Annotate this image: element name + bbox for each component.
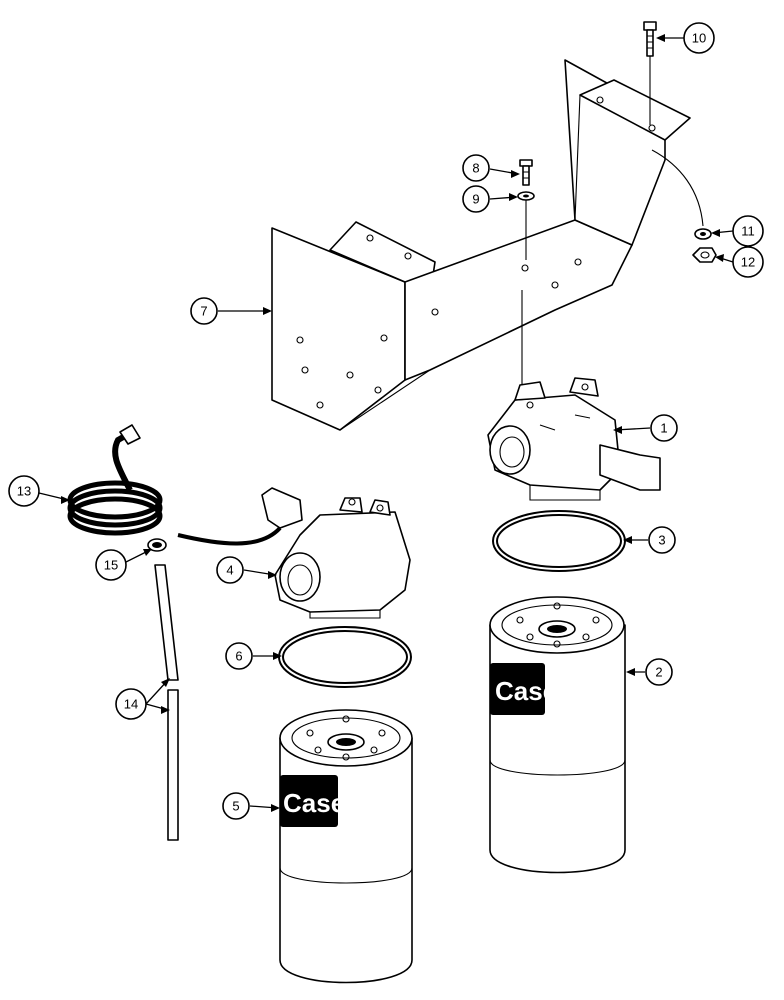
- svg-text:8: 8: [472, 161, 479, 176]
- callout-1: 1: [613, 414, 678, 442]
- filter-head-1: [487, 377, 661, 501]
- callout-13: 13: [8, 475, 70, 507]
- filter-element-2: [489, 596, 626, 874]
- svg-text:6: 6: [235, 649, 242, 664]
- o-ring-3: [492, 510, 626, 572]
- svg-text:14: 14: [124, 697, 138, 712]
- svg-text:13: 13: [17, 484, 31, 499]
- brand-logo-text-2: Case: [495, 676, 557, 706]
- o-ring-6: [278, 626, 412, 688]
- callout-5: 5: [222, 792, 280, 820]
- filter-head-4: [261, 487, 411, 619]
- svg-text:2: 2: [655, 665, 662, 680]
- callout-2: 2: [626, 658, 673, 686]
- svg-text:15: 15: [104, 558, 118, 573]
- coiled-hose-13: [67, 424, 163, 536]
- svg-text:3: 3: [658, 533, 665, 548]
- svg-text:1: 1: [660, 421, 667, 436]
- brand-logo-text-5: Case: [283, 788, 345, 818]
- callout-6: 6: [225, 642, 282, 670]
- callout-10: 10: [656, 22, 715, 54]
- bolt-8: [519, 159, 533, 186]
- callout-11: 11: [711, 215, 764, 247]
- svg-text:12: 12: [741, 255, 755, 270]
- callout-4: 4: [216, 556, 277, 584]
- callout-3: 3: [623, 526, 676, 554]
- callout-8: 8: [462, 154, 520, 182]
- svg-text:10: 10: [692, 31, 706, 46]
- assembly-line-10: [651, 149, 704, 227]
- clamp-15: [147, 538, 167, 552]
- callout-14: 14: [115, 678, 170, 720]
- callout-9: 9: [462, 185, 518, 213]
- svg-text:11: 11: [741, 224, 755, 239]
- washer-11: [694, 228, 712, 240]
- svg-text:9: 9: [472, 192, 479, 207]
- tube-14: [154, 564, 179, 841]
- svg-text:4: 4: [226, 563, 233, 578]
- svg-text:5: 5: [232, 799, 239, 814]
- svg-text:7: 7: [200, 304, 207, 319]
- nut-12: [692, 247, 717, 263]
- washer-9: [517, 191, 535, 201]
- bolt-10: [643, 21, 657, 125]
- callout-15: 15: [95, 549, 152, 581]
- filter-element-5: [279, 709, 413, 984]
- brand-logo-5: [280, 775, 338, 827]
- brand-logo-2: [490, 663, 545, 715]
- mounting-bracket: [271, 59, 691, 431]
- callout-12: 12: [715, 246, 764, 278]
- callout-7: 7: [190, 297, 272, 325]
- hose-line: [177, 526, 282, 546]
